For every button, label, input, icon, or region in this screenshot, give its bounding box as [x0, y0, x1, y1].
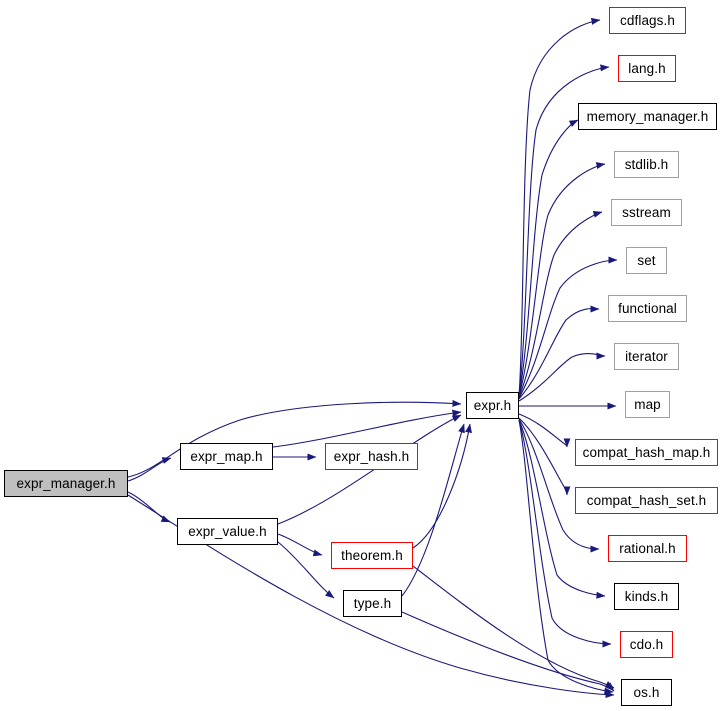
graph-node-label: expr.h — [473, 397, 512, 413]
graph-node-kinds[interactable]: kinds.h — [614, 583, 679, 610]
graph-node-compat_hash_map[interactable]: compat_hash_map.h — [575, 439, 718, 466]
graph-edge — [518, 352, 606, 402]
graph-node-label: rational.h — [619, 540, 676, 556]
graph-edge — [412, 423, 472, 549]
graph-edge — [518, 413, 571, 448]
graph-node-label: expr_map.h — [190, 448, 263, 464]
graph-edge — [412, 565, 615, 689]
graph-node-label: iterator — [625, 348, 668, 364]
graph-node-expr[interactable]: expr.h — [466, 392, 519, 419]
graph-node-os[interactable]: os.h — [621, 679, 672, 706]
graph-node-label: cdflags.h — [620, 12, 675, 28]
graph-node-label: functional — [618, 300, 677, 316]
graph-edge — [518, 417, 571, 496]
graph-node-cdflags[interactable]: cdflags.h — [609, 7, 686, 34]
graph-edge — [127, 457, 172, 482]
graph-node-memory_manager[interactable]: memory_manager.h — [578, 103, 717, 130]
graph-node-stdlib[interactable]: stdlib.h — [614, 151, 679, 178]
graph-node-expr_manager[interactable]: expr_manager.h — [4, 470, 128, 497]
graph-node-iterator[interactable]: iterator — [614, 343, 679, 370]
graph-node-label: cdo.h — [629, 636, 664, 652]
graph-edge — [518, 305, 600, 400]
graph-node-functional[interactable]: functional — [608, 295, 687, 322]
graph-edge — [518, 211, 603, 398]
graph-node-lang[interactable]: lang.h — [618, 55, 676, 82]
graph-node-cdo[interactable]: cdo.h — [620, 631, 673, 658]
graph-node-set[interactable]: set — [626, 247, 667, 274]
graph-node-label: type.h — [353, 595, 392, 611]
graph-node-label: compat_hash_map.h — [582, 444, 711, 460]
graph-node-expr_map[interactable]: expr_map.h — [180, 443, 273, 470]
graph-node-label: map — [634, 396, 661, 412]
graph-edge — [518, 256, 618, 399]
graph-node-expr_hash[interactable]: expr_hash.h — [325, 443, 418, 470]
graph-edge — [518, 162, 606, 397]
graph-edge — [518, 119, 579, 397]
graph-node-type[interactable]: type.h — [343, 590, 402, 617]
graph-node-label: set — [637, 252, 656, 268]
graph-edge — [272, 409, 462, 448]
graph-node-theorem[interactable]: theorem.h — [331, 542, 413, 569]
graph-edge — [518, 17, 601, 397]
graph-node-compat_hash_set[interactable]: compat_hash_set.h — [575, 487, 718, 514]
graph-edge — [277, 541, 335, 599]
graph-node-expr_value[interactable]: expr_value.h — [177, 518, 278, 545]
graph-node-label: os.h — [633, 684, 660, 700]
graph-edge — [401, 611, 615, 692]
graph-edge — [277, 533, 323, 557]
graph-node-label: expr_manager.h — [16, 475, 116, 491]
graph-node-label: memory_manager.h — [586, 108, 709, 124]
graph-node-label: expr_value.h — [188, 523, 267, 539]
graph-node-label: lang.h — [628, 60, 666, 76]
graph-node-map[interactable]: map — [625, 391, 670, 418]
graph-edge — [127, 491, 171, 523]
graph-node-rational[interactable]: rational.h — [608, 535, 687, 562]
graph-node-label: compat_hash_set.h — [586, 492, 707, 508]
graph-node-label: kinds.h — [624, 588, 669, 604]
graph-node-label: theorem.h — [341, 547, 403, 563]
graph-node-label: expr_hash.h — [333, 448, 410, 464]
graph-node-sstream[interactable]: sstream — [611, 199, 682, 226]
graph-node-label: stdlib.h — [624, 156, 669, 172]
graph-node-label: sstream — [622, 204, 671, 220]
